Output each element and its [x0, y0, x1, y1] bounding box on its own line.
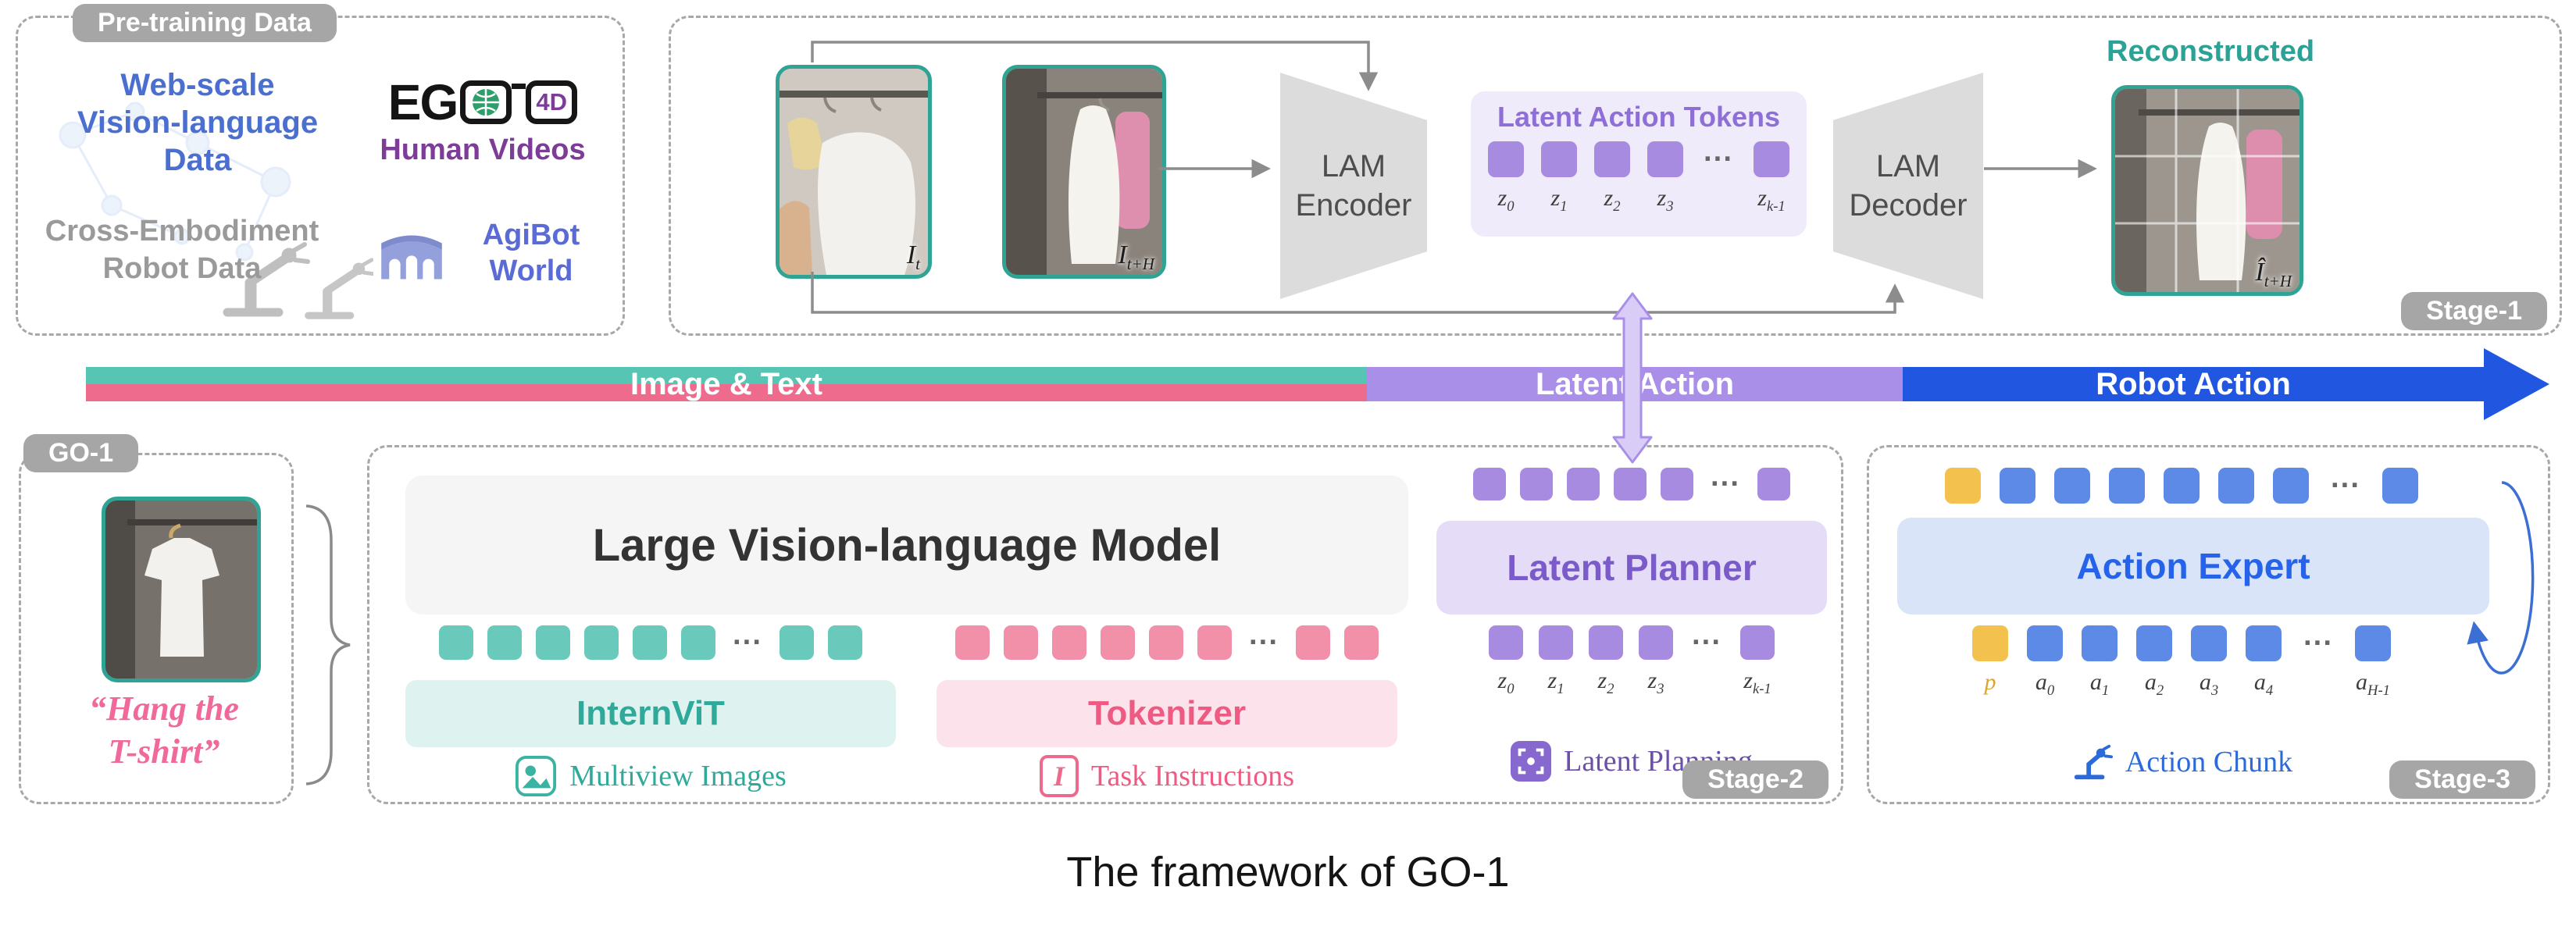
vision-token-row: ···: [405, 625, 896, 660]
colosseum-icon: [381, 235, 442, 280]
action-chunk-label: Action Chunk: [2125, 746, 2293, 778]
go1-badge: GO-1: [23, 434, 139, 472]
task-instruction-quote: “Hang the T-shirt”: [89, 689, 239, 771]
action-input-token-row: ···: [1885, 468, 2478, 504]
ego4d-eg-text: EG: [387, 74, 458, 130]
network-watermark: [59, 102, 291, 262]
go1-input-box: [19, 453, 294, 804]
pretraining-data-box: Pre-training Data Web-scale Vision-langu…: [16, 4, 625, 336]
ego4d-4d-text: 4D: [526, 80, 578, 124]
stage3-badge: Stage-3: [2389, 760, 2535, 799]
image-t-label: It: [906, 240, 920, 273]
multiview-images-label: Multiview Images: [569, 760, 787, 792]
globe-icon: [473, 89, 500, 116]
photo-observation-t: It: [776, 65, 932, 279]
multiview-images-icon: [516, 755, 557, 797]
ego4d-globe-lens-icon: [460, 80, 512, 124]
robot-action-flow-label: Robot Action: [2096, 366, 2291, 401]
lam-decoder: LAM Decoder: [1833, 73, 1983, 299]
agibot-world-label: AgiBot World: [482, 219, 580, 287]
photo-observation-t-image: [780, 69, 928, 275]
figure-caption: The framework of GO-1: [1066, 849, 1510, 896]
action-chunk-caption: Action Chunk: [1885, 741, 2478, 783]
photo-observation-t-plus-H: It+H: [1002, 65, 1166, 279]
image-t-plus-H-label: It+H: [1118, 240, 1154, 273]
latent-planning-icon: [1511, 741, 1552, 782]
latent-query-token-row: ···: [1436, 468, 1827, 500]
cross-embodiment-label: Cross-Embodiment Robot Data: [45, 215, 319, 285]
pretraining-badge: Pre-training Data: [73, 4, 337, 42]
reconstructed-label: Reconstructed: [2107, 35, 2315, 68]
internvit-label: InternViT: [576, 694, 725, 732]
stage2-box: Large Vision-language Model ··· ··· Inte…: [367, 445, 1843, 804]
flow-bar-arrowhead: [2484, 348, 2549, 420]
photo-go1-input: [102, 497, 261, 682]
photo-reconstructed-image: [2115, 89, 2299, 292]
glasses-bridge: [512, 84, 526, 89]
task-instructions-icon: I: [1039, 755, 1079, 797]
stage1-badge: Stage-1: [2401, 292, 2547, 330]
flow-bar-robot-action-segment: Robot Action: [1903, 367, 2484, 401]
vlm-box: Large Vision-language Model: [405, 476, 1408, 614]
action-expert-label: Action Expert: [2076, 546, 2310, 586]
photo-observation-t-plus-H-image: [1006, 69, 1162, 275]
action-expert-box: Action Expert: [1897, 518, 2489, 614]
ego4d-logo: EG 4D Human Videos: [346, 77, 619, 167]
web-scale-data-label: Web-scale Vision-language Data: [77, 68, 319, 177]
image-reconstructed-label: Ît+H: [2255, 258, 2292, 290]
latent-planner-box: Latent Planner: [1436, 521, 1827, 614]
latent-action-tokens-title: Latent Action Tokens: [1497, 101, 1781, 133]
latent-planner-label: Latent Planner: [1507, 547, 1757, 588]
flow-bar-teal-stripe: [86, 367, 1367, 384]
latent-action-flow-label: Latent Action: [1535, 366, 1735, 401]
task-instructions-label: Task Instructions: [1090, 760, 1295, 792]
recurrence-loop-arrow: [2467, 481, 2535, 675]
robot-arm-icons: [223, 242, 373, 319]
stage2-badge: Stage-2: [1682, 760, 1829, 799]
image-text-flow-label: Image & Text: [630, 366, 822, 401]
human-videos-label: Human Videos: [380, 134, 586, 166]
tokenizer-label: Tokenizer: [1087, 694, 1247, 732]
flow-bar-image-text-segment: Image & Text: [86, 367, 1367, 401]
text-token-row: ···: [937, 625, 1397, 660]
multiview-caption: Multiview Images: [405, 755, 896, 797]
task-instructions-caption: I Task Instructions: [937, 755, 1397, 797]
tokenizer-box: Tokenizer: [937, 680, 1397, 747]
input-grouping-brace: [305, 504, 351, 785]
photo-go1-input-image: [105, 500, 257, 679]
lam-encoder: LAM Encoder: [1280, 73, 1427, 299]
action-chunk-icon: [2074, 744, 2113, 780]
internvit-box: InternViT: [405, 680, 896, 747]
flow-bar-pink-stripe: [86, 384, 1367, 401]
vlm-title: Large Vision-language Model: [592, 519, 1222, 571]
photo-reconstructed: Ît+H: [2111, 85, 2303, 296]
stage1-box: It It+H LAM Encoder Latent Action Tokens…: [669, 16, 2562, 336]
flow-bar-latent-action-segment: Latent Action: [1367, 367, 1903, 401]
